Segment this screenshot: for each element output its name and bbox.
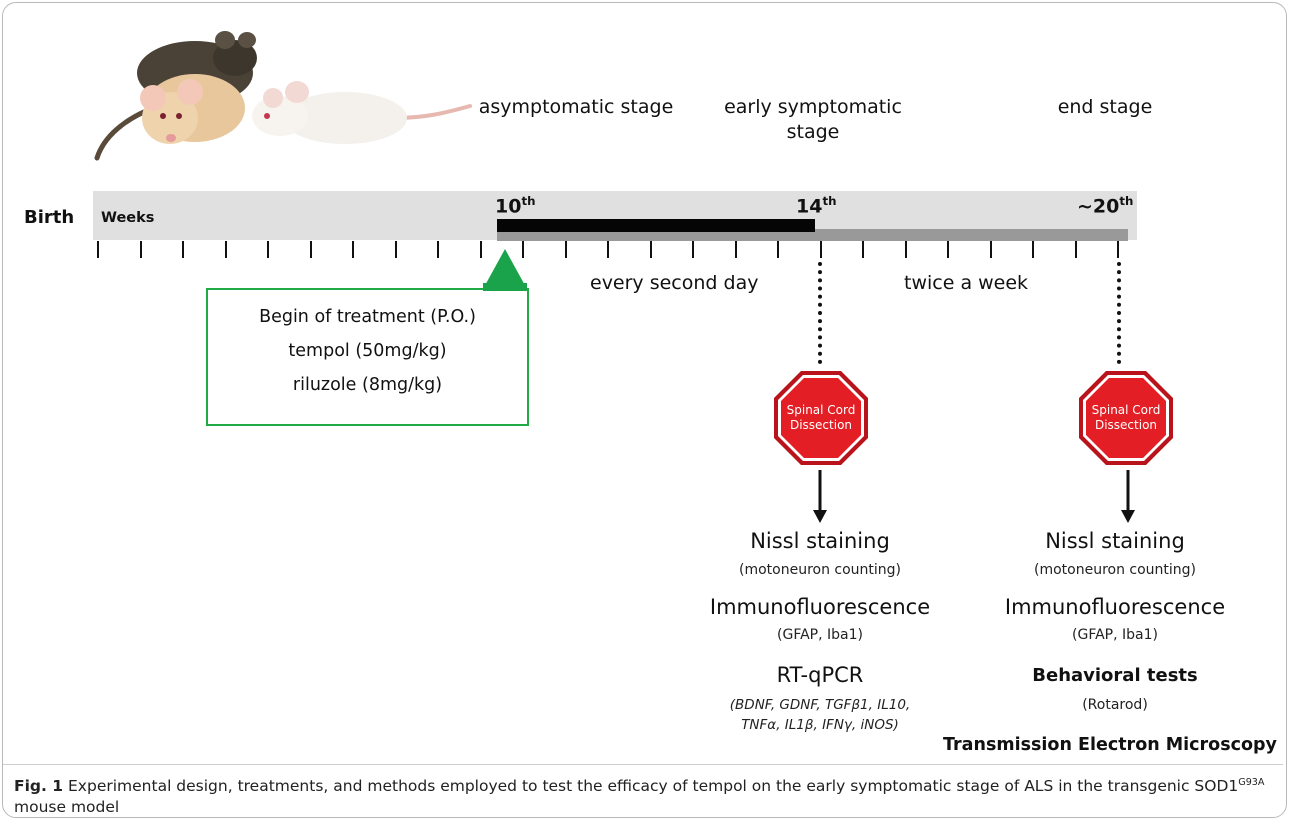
left-rtqpcr: RT-qPCR	[776, 663, 864, 687]
figure-caption: Fig. 1 Experimental design, treatments, …	[14, 772, 1276, 818]
week-tick	[819, 241, 822, 258]
stop-sign-14-line2: Dissection	[789, 418, 853, 432]
week-14-label: 14th	[796, 194, 837, 218]
week-tick	[989, 241, 992, 258]
stop-sign-14	[774, 371, 868, 465]
week-tick	[97, 241, 99, 258]
stage-early-symptomatic: early symptomatic stage	[724, 96, 902, 143]
right-behavior: Behavioral tests	[1032, 665, 1198, 686]
week-tick	[309, 241, 312, 258]
caption-superscript: G93A	[1238, 777, 1265, 788]
week-tick	[479, 241, 482, 258]
week-10-label: 10th	[495, 194, 536, 218]
stop-sign-20-line2: Dissection	[1094, 418, 1158, 432]
left-rtqpcr-sub2: TNFα, IL1β, IFNγ, iNOS)	[741, 717, 899, 733]
stop-sign-14-line1: Spinal Cord	[786, 403, 856, 417]
caption-text-1: Experimental design, treatments, and met…	[68, 777, 1239, 796]
week-tick	[777, 241, 779, 258]
week-tick	[692, 241, 694, 258]
right-nissl: Nissl staining	[1045, 529, 1185, 553]
week-tick	[734, 241, 737, 258]
stop-sign-20-text: Spinal Cord Dissection	[1078, 403, 1174, 433]
right-tem: Transmission Electron Microscopy	[943, 735, 1277, 755]
right-nissl-sub: (motoneuron counting)	[1033, 562, 1197, 578]
week-tick	[904, 241, 907, 258]
triangle-base-fill	[483, 283, 527, 291]
week-tick	[394, 241, 397, 258]
week-tick	[564, 241, 567, 258]
left-immuno-sub: (GFAP, Iba1)	[777, 627, 863, 643]
stop-sign-14-text: Spinal Cord Dissection	[773, 403, 869, 433]
stop-sign-20	[1079, 371, 1173, 465]
stage-end: end stage	[1057, 96, 1153, 118]
treatment-line-begin: Begin of treatment (P.O.)	[259, 307, 476, 327]
week-tick	[139, 241, 142, 258]
left-immuno: Immunofluorescence	[709, 595, 931, 619]
right-immuno: Immunofluorescence	[1004, 595, 1226, 619]
week-tick	[1117, 241, 1119, 258]
week-tick	[607, 241, 609, 258]
week-tick	[649, 241, 652, 258]
week-tick	[522, 241, 524, 258]
dotted-connector-14	[818, 262, 822, 364]
mice-illustration	[94, 31, 472, 161]
week-tick	[862, 241, 864, 258]
treatment-box: Begin of treatment (P.O.) tempol (50mg/k…	[206, 288, 529, 426]
week-tick	[352, 241, 354, 258]
frequency-twice-a-week: twice a week	[904, 272, 1029, 294]
caption-text-2: mouse model	[14, 798, 120, 817]
followup-bar	[497, 229, 1128, 241]
week-tick	[1074, 241, 1077, 258]
right-behavior-sub: (Rotarod)	[1082, 697, 1148, 713]
left-rtqpcr-sub1: (BDNF, GDNF, TGFβ1, IL10,	[729, 697, 911, 713]
dotted-connector-20	[1117, 262, 1121, 364]
week-tick	[437, 241, 439, 258]
treatment-bar-top	[497, 219, 815, 232]
right-immuno-sub: (GFAP, Iba1)	[1072, 627, 1158, 643]
week-tick	[267, 241, 269, 258]
week-tick	[947, 241, 949, 258]
treatment-start-triangle	[483, 249, 527, 289]
week-tick	[182, 241, 184, 258]
treatment-line-tempol: tempol (50mg/kg)	[288, 341, 447, 361]
stop-sign-20-line1: Spinal Cord	[1091, 403, 1161, 417]
birth-label: Birth	[24, 207, 75, 228]
arrow-down-20	[1121, 470, 1135, 523]
week-20-label: ~20th	[1077, 194, 1134, 218]
week-tick	[1032, 241, 1034, 258]
treatment-line-riluzole: riluzole (8mg/kg)	[292, 375, 443, 395]
left-nissl-sub: (motoneuron counting)	[738, 562, 902, 578]
week-tick	[224, 241, 227, 258]
arrow-down-14	[813, 470, 827, 523]
frequency-every-second-day: every second day	[590, 272, 759, 294]
stage-asymptomatic: asymptomatic stage	[478, 96, 674, 118]
caption-divider	[3, 764, 1283, 765]
left-nissl: Nissl staining	[750, 529, 890, 553]
caption-fig-label: Fig. 1	[14, 777, 64, 796]
weeks-label: Weeks	[101, 210, 155, 226]
